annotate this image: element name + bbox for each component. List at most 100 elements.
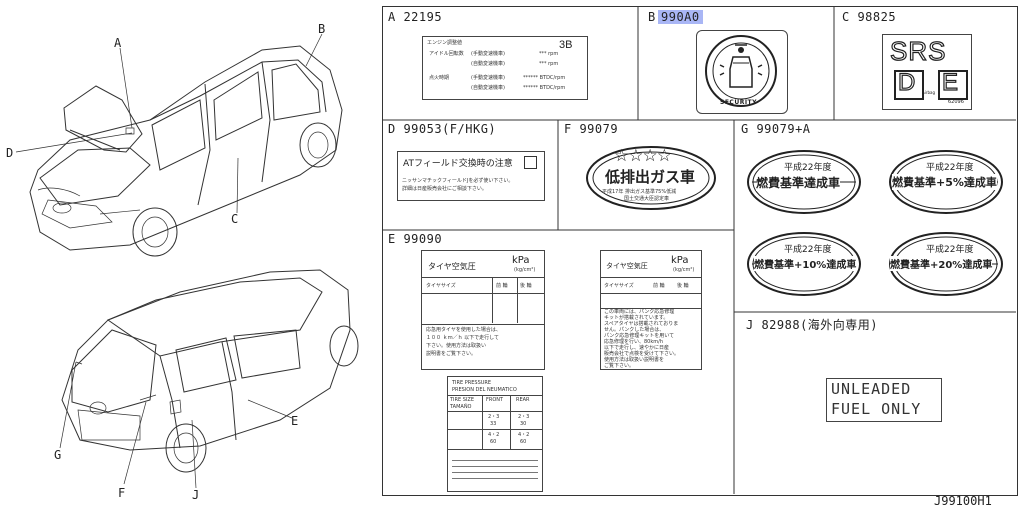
panel-c-label xyxy=(882,34,972,110)
tire-card-3-line-1: TIRE PRESSURE xyxy=(452,380,492,386)
tire-card-1-vline-1 xyxy=(492,277,493,323)
panel-f-part-number: F 99079 xyxy=(564,122,619,136)
panel-a-row-4-value: ****** BTDC/rpm xyxy=(523,85,566,91)
tire-card-2-note-4: パンク応急修理キットを用いて xyxy=(604,333,675,339)
tire-card-3-r1c: 2・3 xyxy=(518,414,530,420)
vehicle-illustrations xyxy=(15,33,359,489)
panel-a-part-number: A 22195 xyxy=(388,10,443,24)
tire-card-3-h1: TIRE SIZE xyxy=(450,397,474,403)
tire-card-2-h2: 前 輪 xyxy=(653,283,665,289)
tire-card-3-r2c: 4・2 xyxy=(518,432,530,438)
panel-b-part-prefix: B xyxy=(648,10,656,24)
panel-a-row-2-value: *** rpm xyxy=(539,61,559,67)
srs-d-text: D xyxy=(897,68,916,96)
labels-frame xyxy=(382,6,1018,496)
tire-card-3: TIRE PRESSURE PRESION DEL NEUMATICO TIRE… xyxy=(447,376,543,492)
callout-j: J xyxy=(192,488,200,502)
badge-3-year: 平成22年度 xyxy=(924,242,976,255)
panel-d-label: ATフィールド交換時の注意 ニッサンマチックフィールドJを必ず使い下さい。 詳細… xyxy=(397,151,545,201)
srs-text: SRS xyxy=(889,35,947,66)
rear-car-drawing xyxy=(59,269,359,489)
tire-card-2-note-3: せん。パンクした場合は、 xyxy=(604,327,665,333)
panel-j-line-1: UNLEADED xyxy=(831,380,912,398)
panel-a-row-3-label: 点火時期 xyxy=(429,75,450,81)
tire-card-1-note-3: 説明書をご覧下さい。 xyxy=(426,351,477,357)
tire-card-2-rule xyxy=(601,277,701,278)
callout-g: G xyxy=(54,448,62,462)
panel-g-part-number: G 99079+A xyxy=(741,122,811,136)
tire-card-2-unit-sub: (kg/cm²) xyxy=(673,267,695,273)
badge-1-year: 平成22年度 xyxy=(924,160,976,173)
panel-a-row-1-value: *** rpm xyxy=(539,51,559,57)
panel-j-line-2: FUEL ONLY xyxy=(831,400,922,418)
badge-0-text: 燃費基準達成車 xyxy=(756,174,841,191)
tire-card-1-rule xyxy=(422,277,544,278)
badge-2-text: 燃費基準+10%達成車 xyxy=(754,256,857,271)
panel-a-row-2-cond: (自動変速機車) xyxy=(471,61,505,67)
panel-a-row-3-cond: (手動変速機車) xyxy=(471,75,505,81)
panel-b-label xyxy=(696,30,788,114)
srs-e-box xyxy=(938,70,968,100)
tire-card-2-table xyxy=(601,293,701,309)
tire-card-3-table-rule xyxy=(448,411,542,412)
tire-card-1-h1: タイヤサイズ xyxy=(426,283,456,289)
tire-card-2-note-5: 応急修理を行い、80km/h xyxy=(604,339,663,345)
badge-3-text: 燃費基準+20%達成車 xyxy=(890,256,993,271)
callout-b: B xyxy=(318,22,326,36)
tire-card-2-unit: kPa xyxy=(671,255,689,266)
panel-f-oval xyxy=(586,146,716,210)
tire-card-3-h2: FRONT xyxy=(486,397,504,403)
callout-a: A xyxy=(114,36,122,50)
tire-card-3-h1b: TAMAÑO xyxy=(450,404,472,410)
tire-card-1-title: タイヤ空気圧 xyxy=(428,262,476,271)
tire-card-2-note-7: 販売会社で点検を受けて下さい。 xyxy=(604,351,680,357)
tire-card-2-note-9: ご覧下さい。 xyxy=(604,363,635,369)
tire-card-1-h2: 前 輪 xyxy=(496,283,508,289)
tire-card-1-table xyxy=(422,293,544,325)
tire-card-1: タイヤ空気圧 kPa (kg/cm²) タイヤサイズ 前 輪 後 輪 応急用タイ… xyxy=(421,250,545,370)
callout-c: C xyxy=(231,212,239,226)
panel-a-row-1-cond: (手動変速機車) xyxy=(471,51,505,57)
tire-card-1-h3: 後 輪 xyxy=(520,283,532,289)
panel-d-body-1: ニッサンマチックフィールドJを必ず使い下さい。 xyxy=(402,178,514,184)
callout-e: E xyxy=(291,414,299,428)
panel-j-part-number: J 82988(海外向専用) xyxy=(746,318,879,332)
badge-0-year: 平成22年度 xyxy=(782,160,834,173)
tire-card-1-unit: kPa xyxy=(512,255,530,266)
panel-a-label: 3B エンジン調整値 アイドル回転数 (手動変速機車) *** rpm (自動変… xyxy=(422,36,588,100)
panel-b-part-number[interactable]: 990A0 xyxy=(658,10,703,24)
callout-f: F xyxy=(118,486,126,500)
tire-card-1-note-1: １００ ｋｍ／ｈ 以下で走行して xyxy=(426,335,500,341)
tire-card-1-note-2: 下さい。使用方法は取扱い xyxy=(426,343,487,349)
panel-d-title: ATフィールド交換時の注意 xyxy=(403,159,513,169)
tire-card-3-r2d: 60 xyxy=(520,439,527,445)
security-emblem xyxy=(705,35,777,107)
panel-f-main-text: 低排出ガス車 xyxy=(605,168,696,186)
badge-1-text: 燃費基準+5%達成車 xyxy=(892,174,997,190)
tire-card-3-r1a: 2・3 xyxy=(488,414,500,420)
figure-code: J99100H1 xyxy=(934,494,992,508)
panel-a-row-0-label: エンジン調整値 xyxy=(427,40,463,46)
tire-card-3-table-rule-2 xyxy=(448,429,542,430)
srs-code: 62096 xyxy=(948,99,964,105)
tire-card-1-unit-sub: (kg/cm²) xyxy=(514,267,536,273)
tire-card-2-note-8: 使用方法は取扱い説明書を xyxy=(604,357,665,363)
tire-card-1-vline-2 xyxy=(517,277,518,323)
tire-card-2-note-0: この車両には、パンク応急修理 xyxy=(604,309,675,315)
tire-card-2-note-2: スペアタイヤは搭載されておりま xyxy=(604,321,679,327)
front-car-drawing xyxy=(15,33,343,257)
panel-d-part-number: D 99053(F/HKG) xyxy=(388,122,497,136)
panel-c-part-number: C 98825 xyxy=(842,10,897,24)
tire-card-3-line-2: PRESION DEL NEUMATICO xyxy=(452,387,517,393)
srs-d-box xyxy=(894,70,924,100)
panel-a-row-3-value: ****** BTDC/rpm xyxy=(523,75,566,81)
srs-small-text: Airbag xyxy=(922,90,936,95)
panel-a-code: 3B xyxy=(559,39,573,51)
tire-card-2-h1: タイヤサイズ xyxy=(604,283,634,289)
tire-card-3-vline-1 xyxy=(482,395,483,449)
tire-card-2-title: タイヤ空気圧 xyxy=(606,262,648,270)
badge-2-year: 平成22年度 xyxy=(782,242,834,255)
tire-card-3-r1d: 30 xyxy=(520,421,527,427)
panel-b-caption: SECURITY xyxy=(720,99,757,106)
tire-card-2-h3: 後 輪 xyxy=(677,283,689,289)
